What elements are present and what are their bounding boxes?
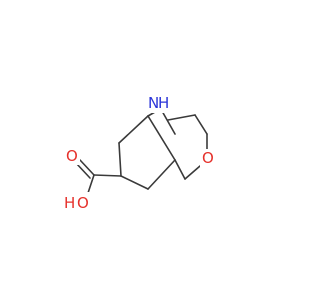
bond-carbonyl-double-b — [75, 162, 91, 179]
amine-label-bg — [148, 93, 168, 113]
atom-labels: N H O O H O — [62, 93, 216, 212]
hydroxyl-hydrogen-label: H — [64, 194, 75, 212]
hydroxyl-label-bg — [62, 192, 96, 212]
bond-c2-c3 — [118, 142, 122, 177]
bond-ring-o-c8 — [184, 165, 201, 180]
bond-carbonyl-double-a — [79, 159, 95, 176]
hydroxyl-oxygen-label: O — [77, 194, 89, 212]
bond-bridgehead-left-bridgehead-right — [147, 115, 176, 161]
bond-n-bridge-c6 — [167, 114, 196, 121]
amine-nitrogen-label: N — [148, 94, 159, 112]
bond-c3-carboxyl-c — [93, 174, 122, 177]
bond-bridgehead-left-c2 — [118, 115, 149, 144]
carbonyl-oxygen-label: O — [66, 147, 78, 165]
bond-c6-c7 — [194, 114, 208, 135]
bond-c8-bridgehead-right — [174, 159, 186, 180]
bond-n-c-bridgehead-right — [161, 110, 176, 135]
structure-canvas: N H O O H O — [62, 93, 216, 212]
bond-c4-bridgehead-right — [147, 159, 176, 190]
molecule-diagram: N H O O H O — [62, 93, 216, 212]
ring-oxygen-label-bg — [200, 149, 216, 167]
bond-group — [75, 110, 208, 194]
ring-oxygen-label: O — [202, 149, 214, 167]
amine-hydrogen-label: H — [158, 94, 169, 112]
carbonyl-oxygen-label-bg — [64, 147, 80, 165]
bond-carboxyl-c-hydroxyl-o — [87, 174, 95, 194]
bond-c3-c4 — [120, 175, 149, 190]
